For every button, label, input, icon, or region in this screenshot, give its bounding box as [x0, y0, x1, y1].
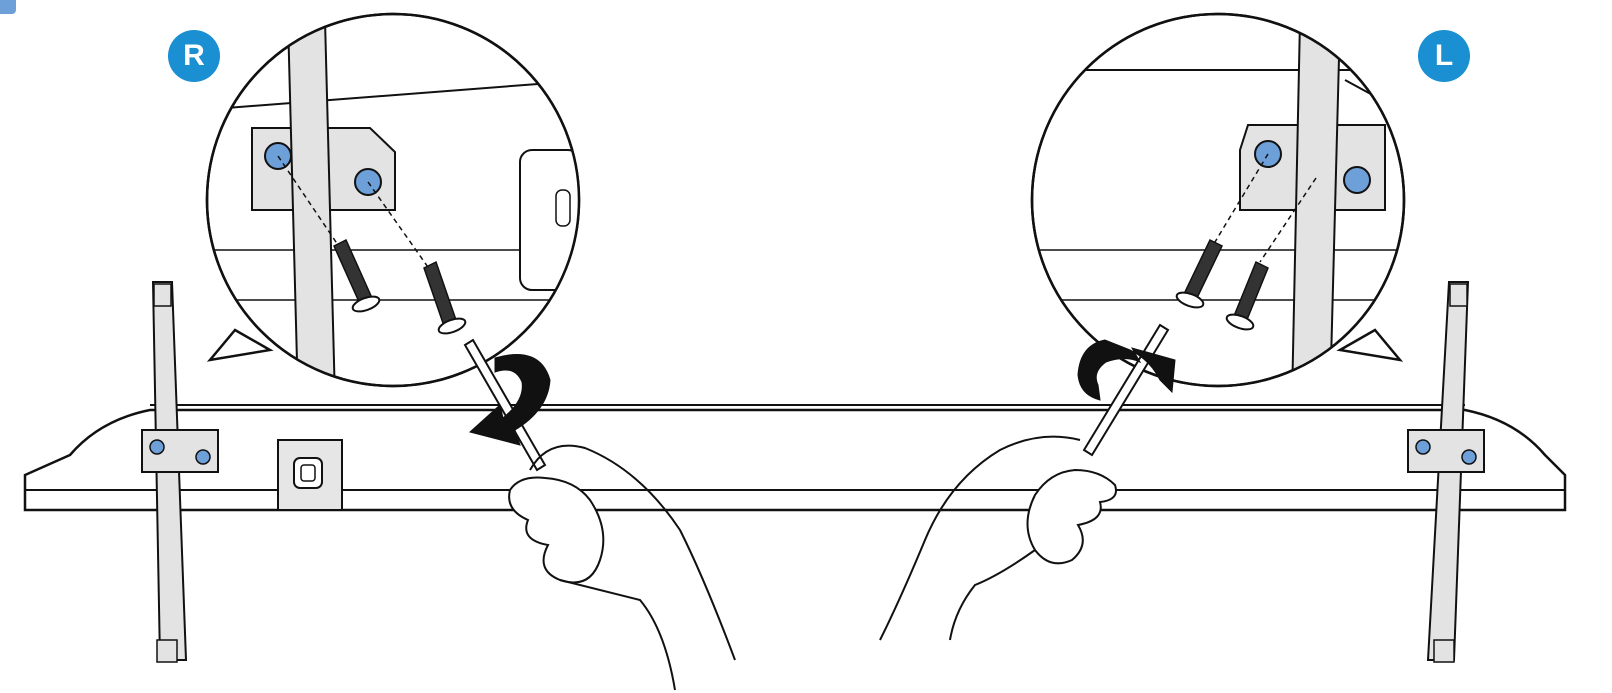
- side-badge-right: R: [168, 30, 220, 82]
- screw-hole: [150, 440, 164, 454]
- stand-leg-right: [142, 282, 218, 662]
- tv-back-panel: [25, 405, 1565, 510]
- screw-hole: [1416, 440, 1430, 454]
- side-badge-left: L: [1418, 30, 1470, 82]
- screw-hole: [196, 450, 210, 464]
- tv-port-box: [278, 440, 342, 510]
- zoom-callout-right: [200, 14, 590, 400]
- screw-hole: [1344, 167, 1370, 193]
- zoom-callout-left: [1030, 14, 1410, 400]
- stand-leg-left: [1408, 282, 1484, 662]
- screw-hole: [1462, 450, 1476, 464]
